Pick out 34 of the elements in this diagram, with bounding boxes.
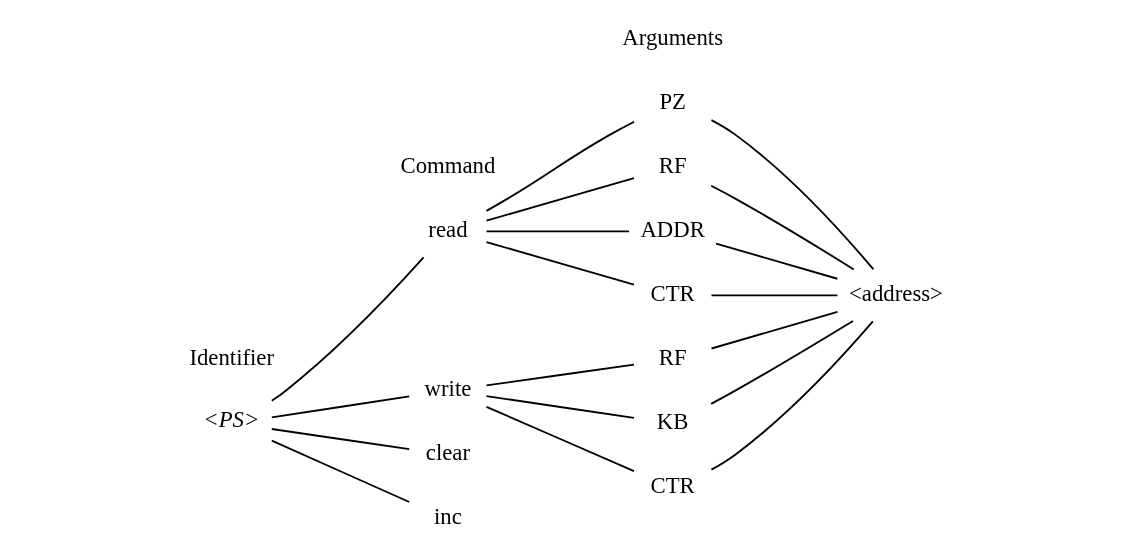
node-text: <PS>	[203, 407, 260, 433]
node-text: RF	[658, 152, 687, 178]
connector	[270, 439, 411, 503]
connector	[710, 294, 839, 297]
connector	[485, 241, 635, 286]
node-text: RF	[658, 344, 687, 370]
node-text: inc	[434, 504, 462, 530]
node-text: clear	[425, 440, 471, 466]
connector	[710, 311, 839, 350]
connector	[485, 120, 636, 212]
connector	[485, 230, 630, 233]
connector	[710, 320, 854, 405]
connector	[485, 363, 635, 387]
connector	[710, 184, 855, 271]
connector	[485, 405, 635, 473]
label: Command	[400, 152, 496, 178]
node-text: CTR	[650, 280, 695, 306]
connector	[710, 119, 875, 271]
node-text: write	[424, 376, 472, 402]
connector	[485, 395, 635, 419]
node-text: ADDR	[640, 216, 705, 242]
connector	[270, 428, 411, 451]
node-text: read	[428, 216, 468, 242]
node-text: <address>	[849, 280, 943, 306]
connector	[485, 177, 635, 222]
connector	[270, 256, 425, 402]
label: Arguments	[622, 24, 724, 50]
connector	[710, 320, 874, 471]
connector	[270, 395, 411, 419]
label: Identifier	[189, 344, 275, 370]
node-text: CTR	[650, 472, 695, 498]
node-text: KB	[656, 408, 689, 434]
connector	[715, 242, 839, 280]
node-text: PZ	[659, 88, 686, 114]
